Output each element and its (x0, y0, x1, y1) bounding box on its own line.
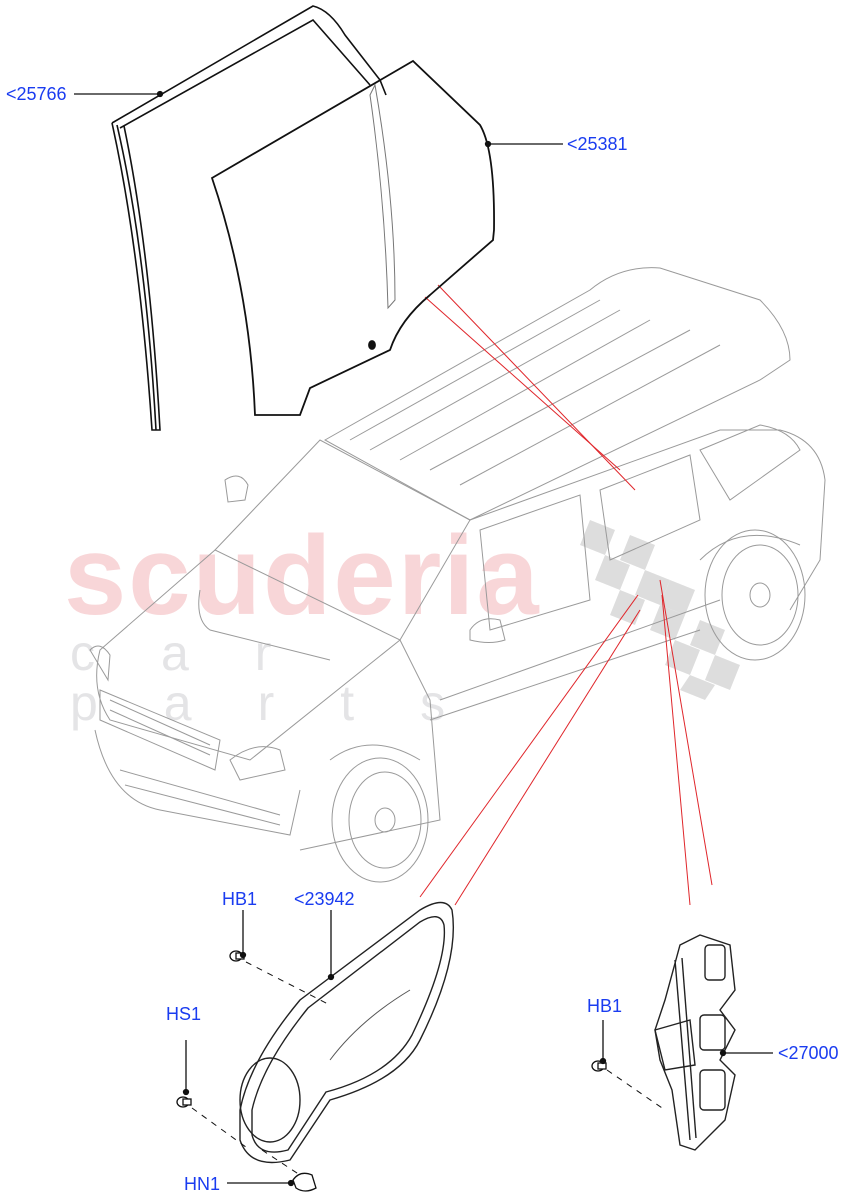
door-glass-part (210, 59, 495, 416)
callout-hb1-right[interactable]: HB1 (587, 996, 623, 1016)
dashed-assembly-lines (191, 961, 666, 1176)
callout-25766[interactable]: <25766 (6, 84, 67, 104)
fastener-hs1 (176, 1096, 192, 1108)
callout-23942[interactable]: <23942 (294, 889, 355, 909)
fastener-hn1 (292, 1172, 317, 1192)
callout-25381[interactable]: <25381 (567, 134, 628, 154)
door-module-panel-part (239, 901, 455, 1164)
watermark-sub: car parts (70, 625, 512, 731)
callout-hs1[interactable]: HS1 (166, 1004, 202, 1024)
callout-27000[interactable]: <27000 (778, 1043, 839, 1063)
glass-run-channel-part (111, 5, 396, 431)
window-regulator-part (654, 934, 736, 1151)
vehicle-outline (89, 267, 826, 883)
red-leader-lines (419, 284, 713, 906)
callout-leader-lines (74, 90, 773, 1187)
callout-hn1[interactable]: HN1 (184, 1174, 221, 1194)
callout-hb1-left[interactable]: HB1 (222, 889, 258, 909)
